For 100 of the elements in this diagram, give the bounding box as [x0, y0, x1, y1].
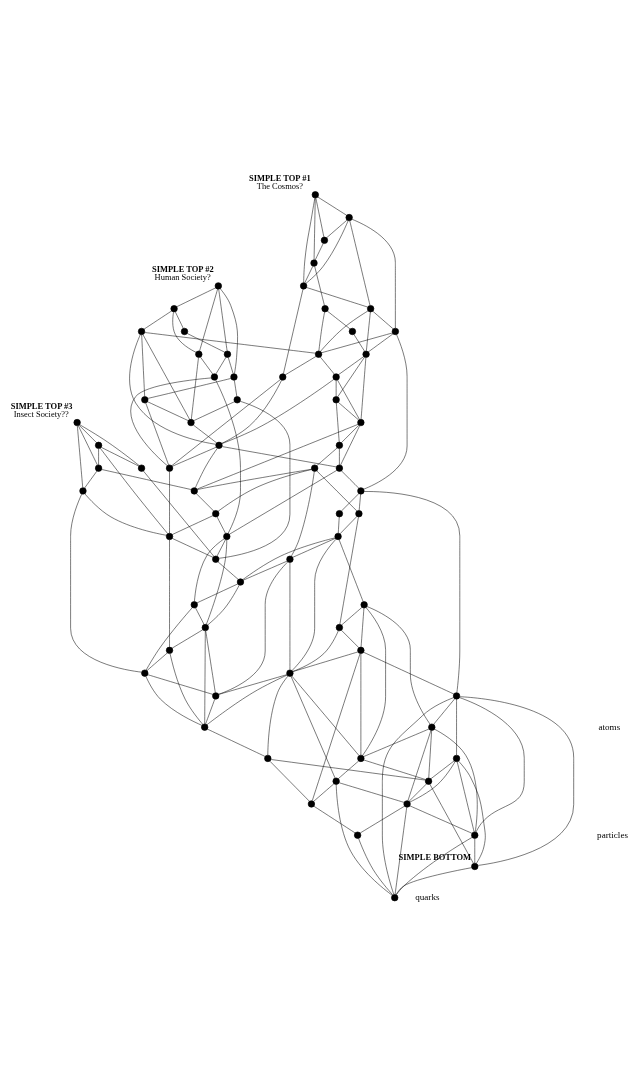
connector	[218, 400, 291, 559]
connector	[234, 379, 238, 397]
node-circle	[212, 555, 220, 563]
connector	[428, 729, 432, 778]
node-circle	[311, 190, 319, 198]
connector	[409, 805, 473, 834]
connector	[433, 697, 456, 725]
connector	[338, 538, 364, 602]
node-circle	[471, 831, 479, 839]
connector	[303, 197, 316, 283]
node-circle	[332, 395, 340, 403]
node-circle	[357, 486, 365, 494]
connector	[193, 424, 217, 443]
node-circle	[137, 464, 146, 472]
node-circle	[223, 350, 232, 358]
connector	[353, 333, 365, 351]
connector	[175, 311, 184, 329]
connector	[172, 446, 217, 466]
connector	[289, 561, 291, 670]
connector	[339, 515, 358, 534]
node-circle	[428, 723, 436, 731]
node-circle	[279, 372, 287, 381]
connector	[338, 516, 340, 533]
connector	[285, 355, 317, 375]
node-circle	[321, 304, 329, 312]
connector	[197, 468, 312, 490]
connector	[290, 675, 336, 778]
connector	[216, 516, 226, 534]
node-circle	[233, 395, 241, 403]
connector	[193, 400, 235, 421]
connector	[394, 806, 407, 895]
node-circle	[355, 509, 363, 517]
connector	[84, 492, 167, 536]
connector	[396, 836, 473, 895]
node-circle	[357, 754, 365, 762]
connector	[207, 728, 266, 757]
connector	[196, 492, 214, 511]
connector	[147, 377, 232, 399]
connector	[79, 423, 140, 466]
connector	[169, 539, 170, 647]
connector	[320, 310, 369, 352]
node-label: SIMPLE TOP #1	[248, 172, 311, 183]
connector	[407, 729, 432, 801]
connector	[78, 424, 97, 443]
connector	[351, 218, 396, 328]
connector	[143, 470, 215, 557]
node-circle	[300, 281, 308, 289]
connector	[217, 468, 312, 511]
connector	[349, 220, 371, 306]
connector	[312, 652, 361, 801]
connector	[372, 310, 394, 329]
connector	[191, 357, 199, 419]
connector	[317, 196, 347, 215]
node-circle	[348, 327, 356, 335]
node-circle	[354, 831, 362, 839]
node-circle	[212, 691, 220, 699]
node-circle	[201, 723, 209, 731]
connector	[459, 696, 525, 832]
node-circle	[334, 532, 342, 540]
node-label: Insect Society??	[13, 408, 69, 419]
connector	[218, 561, 288, 695]
node-label: SIMPLE BOTTOM	[398, 851, 472, 862]
connector	[196, 583, 238, 603]
connector	[221, 378, 334, 444]
connector	[341, 606, 363, 625]
connector	[228, 356, 234, 374]
connector	[368, 333, 394, 352]
connector	[270, 758, 426, 780]
node-circle	[362, 350, 370, 358]
node-circle	[215, 441, 223, 449]
connector	[456, 761, 475, 832]
connector	[229, 469, 338, 535]
node-circle	[452, 691, 461, 699]
connector	[366, 311, 371, 351]
connector	[217, 561, 239, 580]
connector	[360, 652, 362, 755]
connector	[269, 760, 310, 802]
connector	[341, 629, 360, 648]
node-circle	[286, 669, 294, 677]
connector	[169, 470, 170, 533]
connector	[362, 606, 386, 756]
connector	[146, 652, 168, 671]
connector	[78, 425, 98, 465]
connector	[360, 607, 365, 647]
connector	[360, 357, 367, 419]
connector	[100, 447, 168, 534]
connector	[315, 197, 325, 237]
connector	[172, 311, 197, 353]
connector	[292, 651, 359, 672]
node-circle	[391, 327, 399, 335]
node-circle	[170, 304, 178, 312]
connector	[206, 539, 228, 625]
connector	[340, 425, 360, 465]
node-circle	[320, 236, 328, 244]
node-circle	[360, 600, 368, 608]
label: particles	[597, 829, 628, 840]
connector	[70, 493, 142, 672]
node-circle	[141, 395, 149, 403]
node-circle	[332, 372, 340, 381]
label: quarks	[415, 891, 440, 902]
